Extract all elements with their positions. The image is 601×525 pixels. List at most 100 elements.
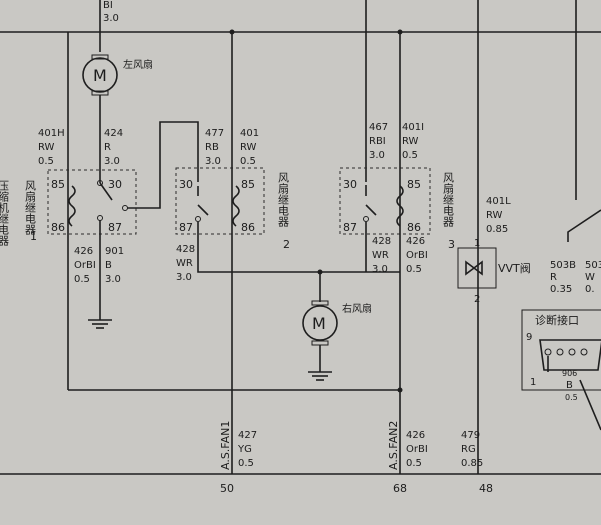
label-901-color: B: [105, 260, 112, 271]
label-467-color: RBI: [369, 136, 386, 147]
label-503b-size: 0.35: [550, 284, 572, 295]
pin-68: 68: [393, 482, 407, 495]
label-901: 901: [105, 246, 124, 257]
relay-1-coil: [68, 185, 76, 227]
diag-port-label: 诊断接口: [535, 313, 579, 327]
label-401l-color: RW: [486, 210, 503, 221]
svg-text:2: 2: [283, 238, 290, 251]
label-bi-size: 3.0: [103, 13, 119, 24]
r1-pin85: 85: [51, 178, 65, 191]
motor-brush-top: [91, 54, 109, 60]
relay-1-box: [47, 169, 137, 235]
label-428a-color: WR: [176, 258, 193, 269]
label-477-color: RB: [205, 142, 219, 153]
label-bi: BI: [103, 0, 113, 11]
vvt-symbol: [465, 260, 483, 276]
right-fan-motor: [302, 305, 338, 341]
relay-1-switch: [99, 182, 113, 201]
relay-1-contact-30: [97, 180, 103, 186]
pin-50: 50: [220, 482, 234, 495]
connector-fan1: A.S.FAN1: [219, 421, 232, 470]
label-401: 401: [240, 128, 259, 139]
label-401h: 401H: [38, 128, 65, 139]
label-426b-size: 0.5: [406, 264, 422, 275]
right-motor-brush-top: [311, 300, 329, 306]
label-401l-size: 0.85: [486, 224, 508, 235]
relay-2-label: 风扇继电器 2: [277, 172, 291, 251]
label-503b: 503B: [550, 260, 576, 271]
label-426b-color: OrBI: [406, 250, 428, 261]
junction-fan: [317, 269, 323, 275]
label-428b-size: 3.0: [372, 264, 388, 275]
r2-pin30: 30: [179, 178, 193, 191]
label-426a-color: OrBI: [74, 260, 96, 271]
vvt-pin-2: 2: [474, 294, 480, 305]
label-424: 424: [104, 128, 123, 139]
relay-1-label: 风扇继电器 1 压缩机继电器: [0, 180, 37, 247]
left-fan-motor: [82, 57, 118, 93]
label-424-color: R: [104, 142, 111, 153]
r1-pin86: 86: [51, 221, 65, 234]
left-fan-name: 左风扇: [123, 58, 153, 71]
relay-1-contact-nc: [122, 205, 128, 211]
label-401i-color: RW: [402, 136, 419, 147]
label-426c-color: OrBI: [406, 444, 428, 455]
wire-477: [127, 121, 199, 209]
diag-pin-1: 1: [530, 377, 536, 388]
r2-pin85: 85: [241, 178, 255, 191]
diag-pin-b: [556, 348, 564, 356]
relay-3-box: [339, 167, 431, 235]
label-427: 427: [238, 430, 257, 441]
label-424-size: 3.0: [104, 156, 120, 167]
junction-top-a: [229, 29, 235, 35]
label-906-size: 0.5: [565, 393, 578, 402]
relay-1-contact-87: [97, 215, 103, 221]
label-479: 479: [461, 430, 480, 441]
label-428b-color: WR: [372, 250, 389, 261]
r3-pin86: 86: [407, 221, 421, 234]
connector-fan2: A.S.FAN2: [387, 421, 400, 470]
label-503-color: W: [585, 272, 595, 283]
relay-3-contact-87: [363, 216, 369, 222]
label-426a: 426: [74, 246, 93, 257]
right-fan-name: 右风扇: [342, 302, 372, 315]
r2-pin87: 87: [179, 221, 193, 234]
label-428a: 428: [176, 244, 195, 255]
vvt-pin-1: 1: [474, 238, 480, 249]
right-motor-letter: M: [312, 314, 326, 333]
wire-diag-right: [579, 379, 601, 431]
label-426c-size: 0.5: [406, 458, 422, 469]
svg-text:3: 3: [448, 238, 455, 251]
relay-2-box: [175, 167, 265, 235]
diag-pin-9: 9: [526, 332, 532, 343]
label-426c: 426: [406, 430, 425, 441]
relay-3-label: 风扇继电器 3: [442, 172, 456, 251]
r3-pin87: 87: [343, 221, 357, 234]
label-428a-size: 3.0: [176, 272, 192, 283]
wire-503b: [567, 209, 601, 242]
pin-48: 48: [479, 482, 493, 495]
label-401-size: 0.5: [240, 156, 256, 167]
diag-pin-a: [544, 348, 552, 356]
junction-top-b: [397, 29, 403, 35]
r3-pin85: 85: [407, 178, 421, 191]
label-428b: 428: [372, 236, 391, 247]
label-906: 906: [562, 369, 577, 378]
junction-dot: [397, 387, 403, 393]
r1-pin30: 30: [108, 178, 122, 191]
svg-text:风扇继电器: 风扇继电器: [442, 172, 455, 228]
label-901-size: 3.0: [105, 274, 121, 285]
svg-text:压缩机继电器: 压缩机继电器: [0, 180, 10, 247]
relay-3-switch-b: [365, 204, 377, 216]
label-906-color: B: [566, 380, 573, 391]
label-503: 503: [585, 260, 601, 271]
vvt-box: [457, 247, 497, 289]
diag-pin-c: [568, 348, 576, 356]
wire-428a: [197, 222, 400, 273]
relay-2-coil: [232, 185, 240, 227]
label-479-color: RG: [461, 444, 476, 455]
label-426a-size: 0.5: [74, 274, 90, 285]
label-427-color: YG: [237, 444, 252, 455]
diag-box: [521, 309, 601, 391]
